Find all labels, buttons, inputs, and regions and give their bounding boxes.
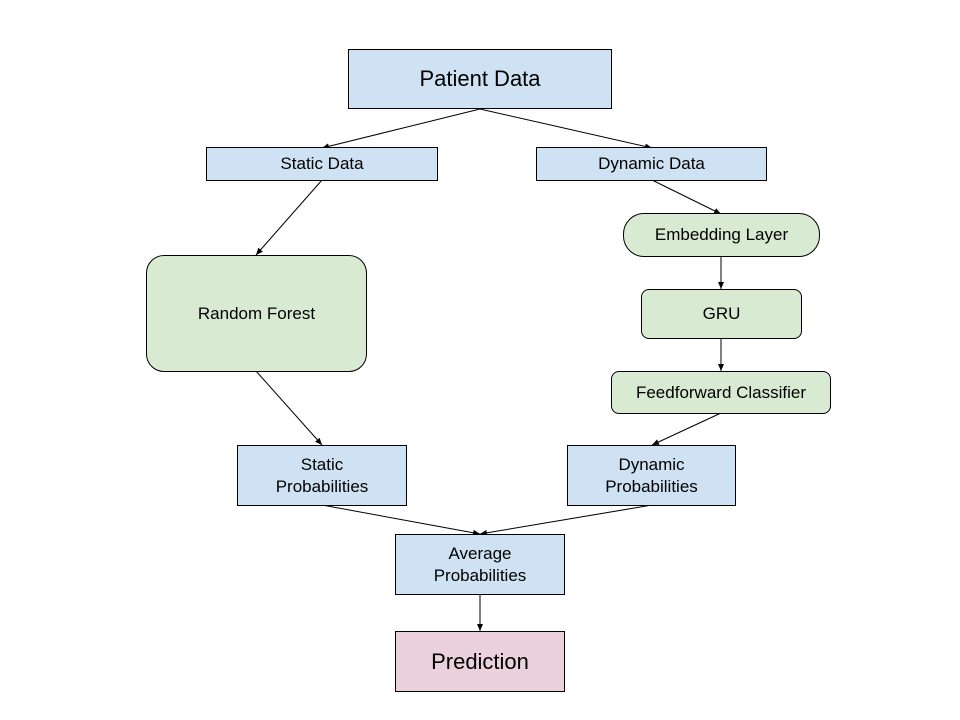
static-data-node: Static Data <box>206 147 438 181</box>
static-probabilities-label-line2: Probabilities <box>275 476 369 496</box>
dynamic-probabilities-node: Dynamic Probabilities <box>567 445 736 506</box>
feedforward-classifier-label: Feedforward Classifier <box>635 382 807 402</box>
dynamic-data-node: Dynamic Data <box>536 147 767 181</box>
static-probabilities-label-line1: Static <box>300 454 344 474</box>
edge-static-to-random-forest <box>255 179 323 256</box>
edge-dynamic-prob-to-average <box>479 504 653 536</box>
feedforward-classifier-node: Feedforward Classifier <box>611 371 831 414</box>
dynamic-data-label: Dynamic Data <box>598 154 705 173</box>
patient-data-label: Patient Data <box>419 66 541 91</box>
embedding-layer-label: Embedding Layer <box>654 225 789 244</box>
edge-static-prob-to-average <box>321 504 481 536</box>
gru-label: GRU <box>702 304 741 323</box>
average-probabilities-label-line1: Average <box>448 543 512 563</box>
edge-patient-to-dynamic <box>479 108 653 150</box>
average-probabilities-label-line2: Probabilities <box>433 565 527 585</box>
edge-dynamic-to-embedding <box>651 179 722 215</box>
dynamic-probabilities-label-line1: Dynamic <box>618 454 685 474</box>
static-data-label: Static Data <box>280 154 364 173</box>
embedding-layer-node: Embedding Layer <box>623 213 820 257</box>
static-probabilities-node: Static Probabilities <box>237 445 407 506</box>
patient-data-node: Patient Data <box>348 49 612 109</box>
dynamic-probabilities-label-line2: Probabilities <box>605 476 698 496</box>
prediction-label: Prediction <box>431 648 529 674</box>
gru-node: GRU <box>641 289 802 339</box>
average-probabilities-node: Average Probabilities <box>395 534 565 595</box>
prediction-node: Prediction <box>395 631 565 692</box>
edge-random-forest-to-static-prob <box>255 370 323 446</box>
random-forest-node: Random Forest <box>146 255 367 372</box>
edge-patient-to-static <box>321 108 481 150</box>
random-forest-label: Random Forest <box>197 303 316 323</box>
edge-feedforward-to-dynamic-prob <box>651 412 722 446</box>
